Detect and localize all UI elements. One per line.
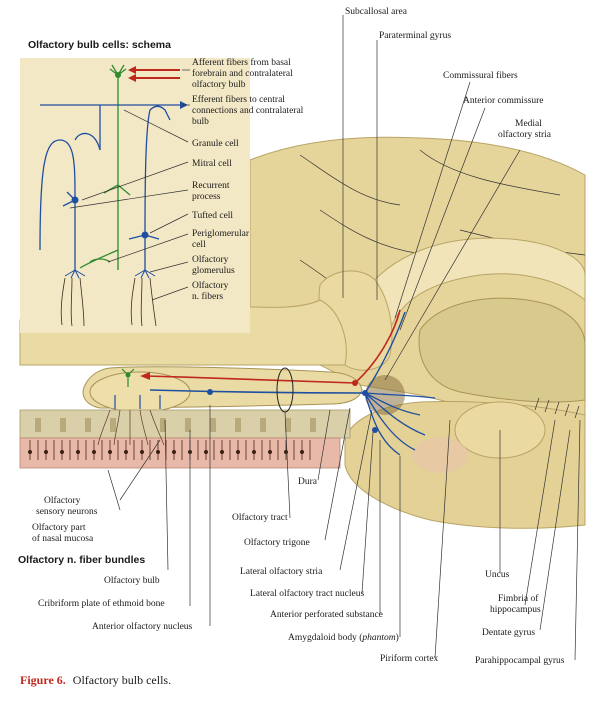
cortex-gyri [299,149,586,316]
label-cribriform: Cribriform plate of ethmoid bone [38,598,165,609]
label-periglomerular-1: Periglomerular [192,229,250,239]
label-tufted-cell: Tufted cell [192,210,233,221]
efferent-blue-fibers-fan [364,392,436,456]
corpus-callosum [349,237,586,331]
leader-lines [69,15,581,661]
label-olfactory-bulb: Olfactory bulb [104,575,160,586]
caption-text: Olfactory bulb cells. [73,673,171,687]
brain-illustration [19,136,586,529]
label-commissural: Commissural fibers [443,70,518,81]
schema-arrowhead-1 [128,66,136,74]
amygdaloid-text: Amygdaloid body ( [288,632,362,643]
label-nfibers-2: n. fibers [192,291,223,302]
label-fiber-bundles: Olfactory n. fiber bundles [18,554,145,566]
label-paraterminal: Paraterminal gyrus [379,31,451,41]
olfactory-trigone-spot [365,375,405,415]
label-medial-stria-1: Medial [515,119,542,129]
granule-cell-body [115,72,121,78]
label-glomerulus-2: glomerulus [192,266,235,276]
label-piriform: Piriform cortex [380,653,439,664]
label-efferent-1: Efferent fibers to central [192,94,285,105]
schema-afferent-arrows [132,69,180,79]
bulb-green-cell [125,372,131,378]
efferent-blue-fiber-up [364,311,406,394]
cribriform-holes [35,418,316,432]
label-amygdaloid: Amygdaloid body (phantom) [288,632,399,643]
amygdaloid-italic: phantom [361,633,395,643]
blue-node-1 [362,390,368,396]
label-parahippocampal: Parahippocampal gyrus [475,656,565,666]
periglomerular-green [89,258,111,263]
label-olfactory-mucosa-1: Olfactory part [32,522,86,533]
cribriform-plate [19,409,351,439]
label-fimbria-1: Fimbria of [498,593,539,604]
label-uncus: Uncus [485,570,510,580]
label-lateral-tract-nucleus: Lateral olfactory tract nucleus [250,588,365,599]
amygdaloid-close: ) [396,632,399,643]
label-olfactory-mucosa-2: of nasal mucosa [32,533,94,544]
schema-nerve-fibers [60,277,157,327]
label-efferent-3: bulb [192,117,209,127]
schema-title: Olfactory bulb cells: schema [28,39,171,51]
caption-label: Figure 6. [20,673,66,687]
figure-caption: Figure 6. Olfactory bulb cells. [20,673,171,687]
label-recurrent-1: Recurrent [192,181,230,191]
schema-arrowhead-2 [128,74,136,82]
main-labels: Subcallosal area Paraterminal gyrus Comm… [18,7,565,666]
label-glomerulus-1: Olfactory [192,254,229,265]
label-periglomerular-2: cell [192,240,206,250]
efferent-blue-fiber-main [149,389,366,394]
label-medial-stria-2: olfactory stria [498,129,552,140]
label-mitral-cell: Mitral cell [192,159,232,169]
blue-node-2 [207,389,213,395]
label-recurrent-2: process [192,192,221,202]
afferent-red-fiber-1 [144,375,356,384]
label-olfactory-trigone: Olfactory trigone [244,537,310,548]
afferent-red-fiber-2 [354,309,401,384]
label-lateral-stria: Lateral olfactory stria [240,566,323,577]
label-olfactory-tract: Olfactory tract [232,512,288,523]
red-node [352,380,358,386]
mitral-cell-drawing [39,104,180,270]
label-olfactory-sensory-2: sensory neurons [36,507,98,517]
amygdala-phantom [412,437,468,473]
label-subcallosal: Subcallosal area [345,7,408,17]
label-nfibers-1: Olfactory [192,280,229,291]
label-afferent-2: forebrain and contralateral [192,68,293,79]
label-olfactory-sensory-1: Olfactory [44,495,81,506]
label-dentate: Dentate gyrus [482,628,535,638]
label-granule-cell: Granule cell [192,139,239,149]
schema-labels: Afferent fibers from basal forebrain and… [192,57,304,302]
label-fimbria-2: hippocampus [490,605,541,615]
label-anterior-olfactory-nucleus: Anterior olfactory nucleus [92,621,193,632]
label-efferent-2: connections and contralateral [192,106,304,116]
label-anterior-perforated: Anterior perforated substance [270,609,383,620]
mitral-cell-body [71,196,79,204]
thalamus-mass [418,297,586,403]
label-afferent-3: olfactory bulb [192,79,246,90]
tufted-cell-body [141,231,149,239]
label-afferent-1: Afferent fibers from basal [192,57,291,68]
label-dura: Dura [298,477,318,487]
sensory-neuron-bodies [28,450,304,454]
schema-inset: Olfactory bulb cells: schema [20,39,250,333]
schema-background [20,58,250,333]
nasal-mucosa [19,437,341,469]
fiber-bundles [97,409,165,446]
blue-node-3 [372,427,378,433]
glomeruli [64,269,156,279]
afferent-arrowhead [140,372,150,380]
hippocampal-striations [534,397,580,419]
label-anterior-commissure: Anterior commissure [463,96,543,106]
